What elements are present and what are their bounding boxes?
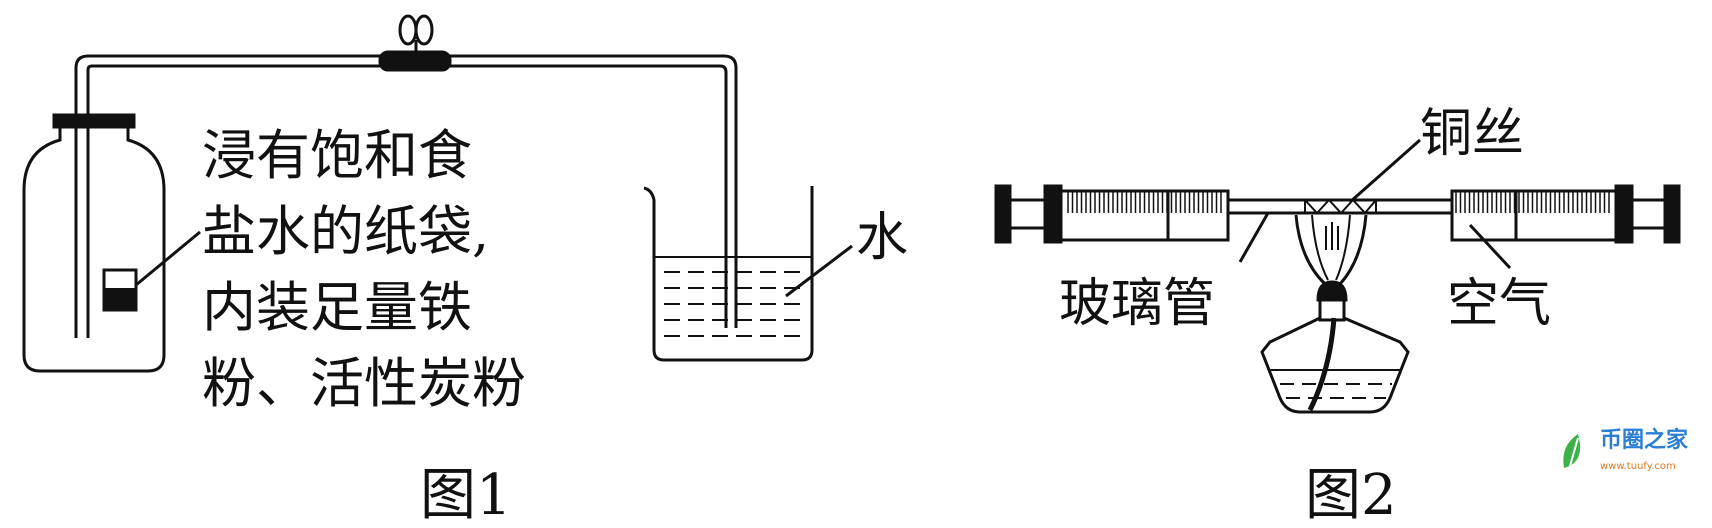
figure1-caption: 图1 [420,463,512,528]
apparatus-diagram [22,14,1681,414]
bag-pointer [135,230,201,287]
watermark-name: 币圈之家 [1600,428,1689,453]
jar [22,113,166,373]
bag-label-line: 粉、活性炭粉 [202,352,526,415]
leaf-logo-icon [1563,434,1581,468]
copper-wire [1304,198,1377,215]
clamp-icon [378,14,452,72]
copper-label: 铜丝 [1420,104,1525,164]
water-label: 水 [856,208,909,268]
bag-label-line: 盐水的纸袋, [202,200,490,263]
bag-label: 浸有饱和食 盐水的纸袋, 内装足量铁 粉、活性炭粉 [202,118,526,422]
air-label: 空气 [1447,274,1552,334]
glass-pointer [1238,212,1270,263]
copper-pointer [1349,138,1421,204]
air-pointer [1468,223,1512,270]
glass-tube-label: 玻璃管 [1059,274,1216,334]
alcohol-lamp [1260,214,1410,414]
water-pointer [785,244,853,298]
beaker [643,186,814,362]
bag-label-line: 内装足量铁 [202,276,472,339]
syringe-right [1450,184,1681,244]
watermark: 币圈之家 www.tuufy.com [1556,430,1706,480]
bag-label-line: 浸有饱和食 [202,124,472,187]
watermark-url: www.tuufy.com [1600,461,1676,472]
figure2-caption: 图2 [1305,463,1397,528]
syringe-left [994,184,1230,244]
